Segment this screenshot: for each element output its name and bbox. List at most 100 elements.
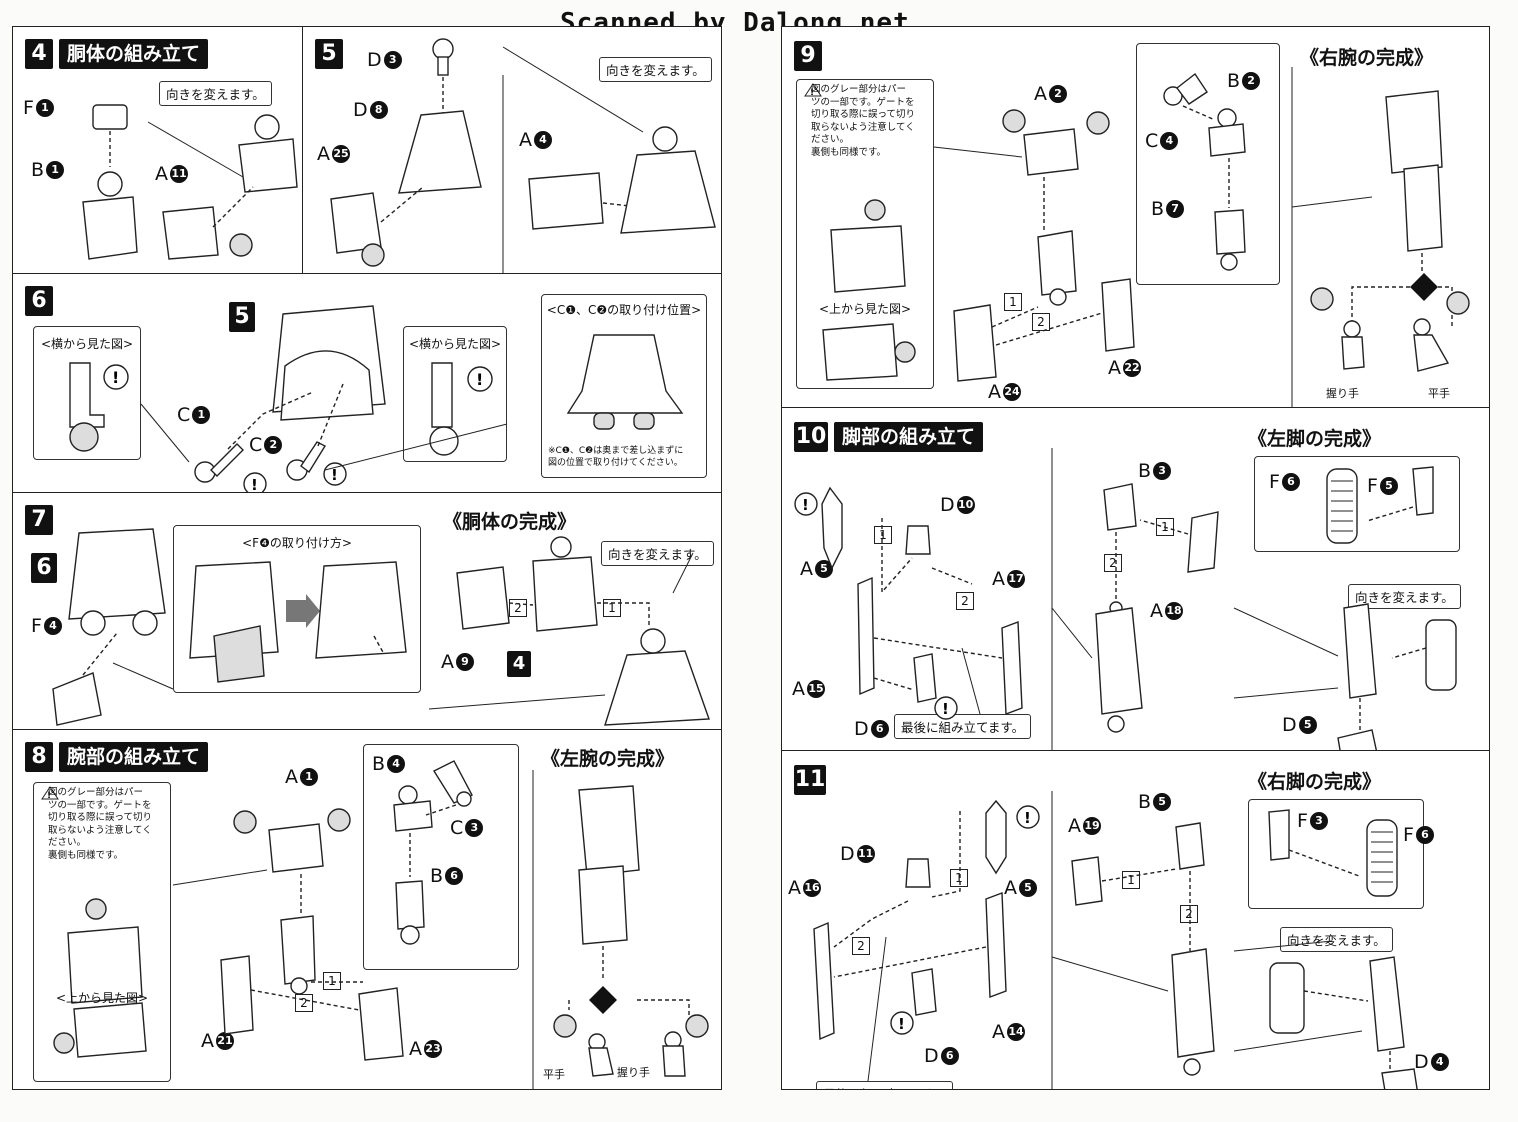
step-10-number: 10 [794,422,828,452]
gate-caution-inset: ! 図のグレー部分はパー ツの一部です。ゲートを 切り取る際に誤って切り 取らな… [33,782,171,1082]
turn-note: 向きを変えます。 [601,541,714,566]
svg-text:!: ! [251,476,258,493]
svg-text:!: ! [810,88,814,98]
order-1: 1 [323,972,341,990]
top-view-title: <上から見た図> [818,302,912,316]
step-4-number: 4 [25,39,53,69]
step-7-number: 7 [25,505,53,535]
right-page: 9 ! 図のグレー部分はパー ツの一部です。ゲートを 切り取る際に誤って切り 取… [781,26,1490,1090]
turn-note: 向きを変えます。 [1280,927,1393,952]
c-position-title: <C❶、C❷の取り付け位置> [546,303,702,317]
step-9-panel: 9 ! 図のグレー部分はパー ツの一部です。ゲートを 切り取る際に誤って切り 取… [781,26,1490,408]
step-5-ref: 5 [229,302,255,332]
svg-text:!: ! [802,496,809,514]
svg-text:!: ! [476,370,483,389]
step-8-number: 8 [25,742,53,772]
order-1: 1 [950,869,968,887]
order-2: 2 [1032,313,1050,331]
step-4-diagram [82,104,298,260]
right-arm-complete-diagram [1291,67,1470,407]
svg-text:!: ! [331,466,338,484]
right-arm-complete-title: 《右腕の完成》 [1300,47,1434,69]
step-5-number: 5 [315,39,343,69]
side-view-title: <横から見た図> [408,337,502,351]
torso-complete-title: 《胴体の完成》 [443,511,577,533]
step-11-number: 11 [794,765,826,795]
order-2: 2 [1104,554,1122,572]
step-4-ref: 4 [507,651,531,677]
step-8-title: 腕部の組み立て [59,742,209,772]
turn-note: 向きを変えます。 [159,81,272,106]
svg-text:!: ! [1024,809,1031,827]
open-hand-label: 平手 [1428,387,1450,400]
order-1: 1 [1004,293,1022,311]
gate-caution-text: 図のグレー部分はパー ツの一部です。ゲートを 切り取る際に誤って切り 取らないよ… [811,84,916,158]
side-view-inset-2: <横から見た図> ! [403,326,507,462]
open-hand-label: 平手 [543,1068,565,1081]
order-2: 2 [956,592,974,610]
order-2: 2 [509,599,527,617]
torso-complete-diagram [428,536,710,726]
step-11-left-diagram: ! ! [813,791,1215,1089]
step-10-title: 脚部の組み立て [834,422,984,452]
grip-hand-label: 握り手 [1326,387,1359,400]
f4-attach-title: <F❹の取り付け方> [242,536,352,550]
last-assembly-note: 最後に組み立てます。 [816,1081,954,1089]
step-10-left-diagram: ! ! [794,448,1219,750]
last-assembly-note: 最後に組み立てます。 [894,714,1032,739]
left-leg-complete-diagram [1233,603,1457,750]
order-2: 2 [1180,905,1198,923]
step-4-title: 胴体の組み立て [59,39,209,69]
step-6-ref: 6 [31,553,57,583]
svg-text:!: ! [47,791,51,801]
gate-caution-text: 図のグレー部分はパー ツの一部です。ゲートを 切り取る際に誤って切り 取らないよ… [48,787,153,861]
turn-note: 向きを変えます。 [599,57,712,82]
svg-text:!: ! [898,1015,905,1033]
step-7-diagram [52,528,174,726]
step-9-left-diagram [933,109,1135,382]
